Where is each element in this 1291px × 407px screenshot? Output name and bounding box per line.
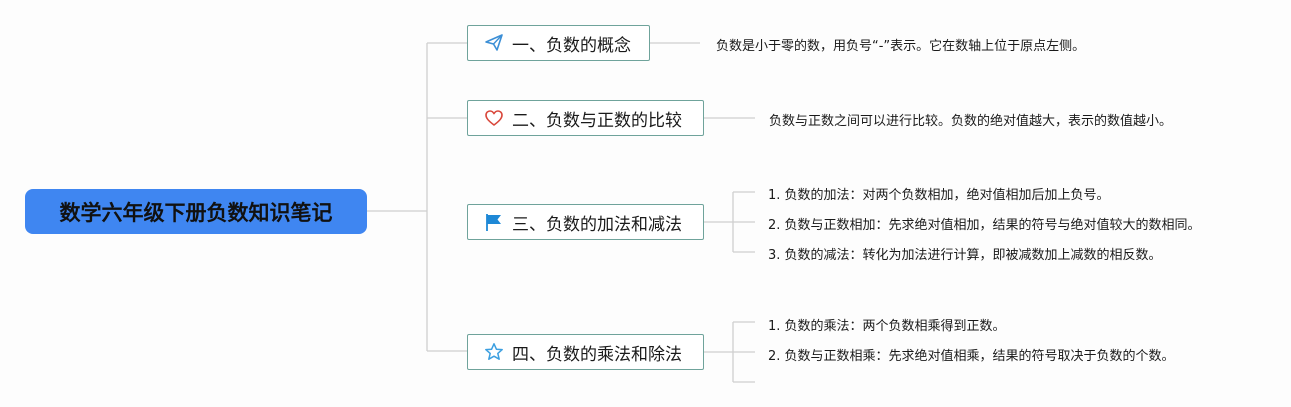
star-icon (484, 342, 504, 362)
root-topic-label: 数学六年级下册负数知识笔记 (59, 200, 333, 225)
branch-topic-concept[interactable]: 一、负数的概念 (467, 25, 650, 61)
branch-topic-comparison[interactable]: 二、负数与正数的比较 (467, 100, 704, 136)
root-topic[interactable]: 数学六年级下册负数知识笔记 (25, 189, 367, 234)
branch-label: 四、负数的乘法和除法 (512, 344, 682, 365)
note-addition-1: 1. 负数的加法：对两个负数相加，绝对值相加后加上负号。 (768, 188, 1110, 203)
branch-topic-addition-subtraction[interactable]: 三、负数的加法和减法 (467, 204, 704, 240)
heart-icon (484, 108, 504, 128)
branch-label: 二、负数与正数的比较 (512, 110, 682, 131)
branch-label: 三、负数的加法和减法 (512, 214, 682, 235)
connector-leaf-3-bracket (732, 191, 755, 253)
note-comparison: 负数与正数之间可以进行比较。负数的绝对值越大，表示的数值越小。 (769, 114, 1173, 129)
note-concept: 负数是小于零的数，用负号“-”表示。它在数轴上位于原点左侧。 (716, 39, 1086, 54)
note-multiplication-1: 1. 负数的乘法：两个负数相乘得到正数。 (768, 319, 1006, 334)
paper-plane-icon (484, 33, 504, 53)
note-subtraction: 3. 负数的减法：转化为加法进行计算，即被减数加上减数的相反数。 (768, 248, 1162, 263)
connector-leaf-4-bracket (732, 321, 755, 383)
branch-label: 一、负数的概念 (512, 35, 631, 56)
branch-topic-multiplication-division[interactable]: 四、负数的乘法和除法 (467, 334, 704, 370)
note-addition-2: 2. 负数与正数相加：先求绝对值相加，结果的符号与绝对值较大的数相同。 (768, 218, 1201, 233)
flag-icon (484, 212, 504, 232)
note-multiplication-2: 2. 负数与正数相乘：先求绝对值相乘，结果的符号取决于负数的个数。 (768, 349, 1175, 364)
